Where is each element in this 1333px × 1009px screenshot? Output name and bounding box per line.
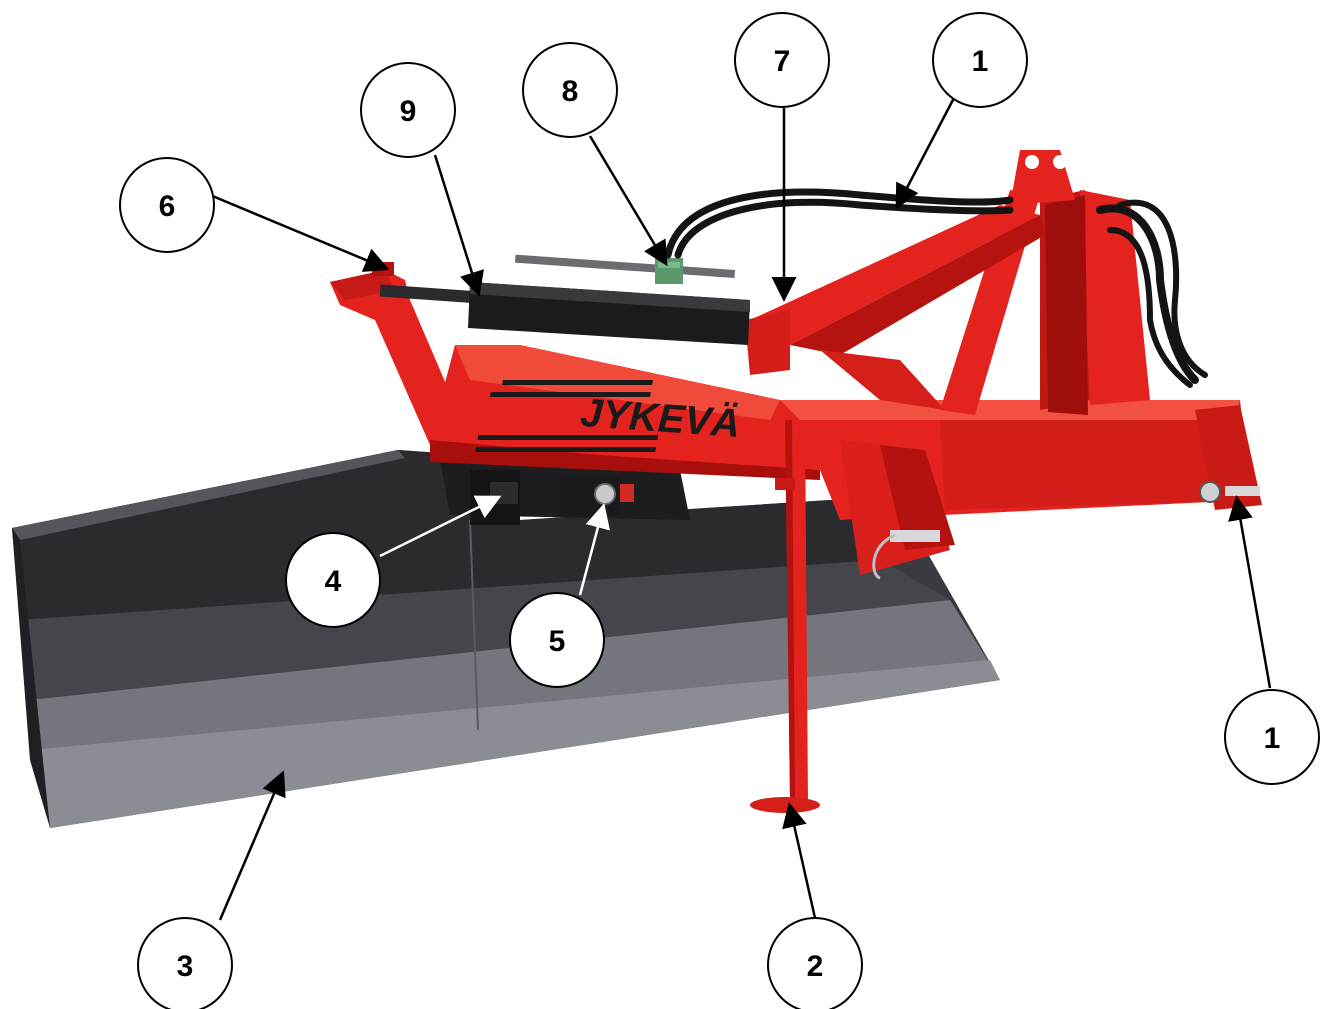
callout-3: 3 xyxy=(137,917,233,1009)
blade-mount xyxy=(440,460,690,525)
callout-label: 3 xyxy=(177,950,194,983)
callout-7: 7 xyxy=(734,12,830,108)
leader-lines xyxy=(209,95,1272,921)
callout-1-top: 1 xyxy=(932,12,1028,108)
hydraulic-cylinder xyxy=(379,254,750,345)
callout-9: 9 xyxy=(360,62,456,158)
callout-label: 1 xyxy=(1264,722,1281,755)
leader-line-1-right xyxy=(1228,495,1272,689)
leader-line-9 xyxy=(433,154,484,297)
callout-label: 7 xyxy=(774,45,791,78)
callout-8: 8 xyxy=(522,42,618,138)
callout-label: 9 xyxy=(400,95,417,128)
leader-line-8 xyxy=(588,135,668,267)
leader-line-4 xyxy=(379,495,502,558)
callouts: 1 1 2 3 4 5 6 7 xyxy=(119,12,1320,1009)
callout-label: 4 xyxy=(325,565,342,598)
callout-label: 5 xyxy=(549,625,566,658)
callout-label: 8 xyxy=(562,75,579,108)
callout-label: 1 xyxy=(972,45,989,78)
leader-line-5 xyxy=(578,503,610,596)
callout-label: 6 xyxy=(159,190,176,223)
leader-line-6 xyxy=(209,193,390,272)
callout-4: 4 xyxy=(285,532,381,628)
hitch-pins xyxy=(872,481,1260,580)
hydraulic-hoses xyxy=(664,188,1208,388)
callout-6: 6 xyxy=(119,157,215,253)
leader-line-2 xyxy=(782,802,817,919)
leader-line-3 xyxy=(218,770,286,921)
callout-label: 2 xyxy=(807,950,824,983)
callout-1-right: 1 xyxy=(1224,689,1320,785)
brand-logo: JYKEVÄ xyxy=(475,380,742,452)
callout-2: 2 xyxy=(767,917,863,1009)
leader-line-1-top xyxy=(895,95,957,210)
callout-5: 5 xyxy=(509,592,605,688)
